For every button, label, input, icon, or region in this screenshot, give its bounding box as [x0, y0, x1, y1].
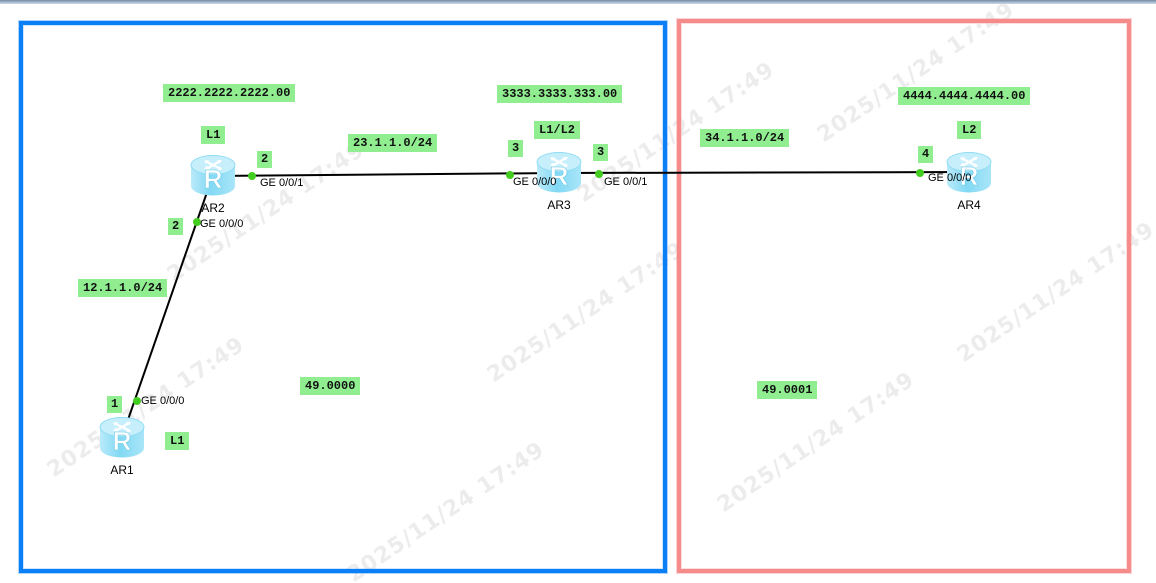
port-badge-ar1-1[interactable]: 1: [107, 396, 123, 413]
net-label-ar4[interactable]: 4444.4444.4444.00: [898, 87, 1031, 105]
port-badge-ar2-ge000[interactable]: 2: [168, 218, 184, 235]
port-dot-ar3-ge001: [595, 170, 603, 178]
router-icon: [535, 149, 583, 195]
port-badge-ar4-ge000[interactable]: 4: [918, 146, 934, 163]
level-label-ar2[interactable]: L1: [201, 126, 226, 144]
level-label-ar4[interactable]: L2: [957, 121, 982, 139]
port-dot-ar1-ge000: [133, 397, 141, 405]
net-label-ar2[interactable]: 2222.2222.2222.00: [163, 84, 296, 102]
iflabel-ar3-ge001: GE 0/0/1: [604, 176, 648, 188]
router-icon: [189, 152, 237, 198]
router-name: AR3: [547, 198, 571, 212]
area-id-label-49-0000[interactable]: 49.0000: [300, 377, 361, 395]
level-label-ar3[interactable]: L1/L2: [534, 121, 581, 139]
router-node-ar2[interactable]: AR2: [189, 152, 237, 215]
router-name: AR4: [957, 198, 981, 212]
link-ar3-ar4[interactable]: [558, 171, 970, 174]
subnet-label-12-1-1-0[interactable]: 12.1.1.0/24: [78, 279, 168, 297]
isis-area-49-0001-rect[interactable]: [677, 19, 1131, 573]
net-label-ar3[interactable]: 3333.3333.333.00: [497, 85, 623, 103]
port-dot-ar2-ge001: [248, 172, 256, 180]
subnet-label-34-1-1-0[interactable]: 34.1.1.0/24: [700, 129, 790, 147]
router-name: AR2: [201, 201, 225, 215]
router-name: AR1: [110, 463, 134, 477]
area-id-label-49-0001[interactable]: 49.0001: [757, 381, 818, 399]
iflabel-ar3-ge000: GE 0/0/0: [513, 176, 557, 188]
iflabel-ar2-ge001: GE 0/0/1: [260, 177, 304, 189]
iflabel-ar4-ge000: GE 0/0/0: [928, 172, 972, 184]
router-node-ar1[interactable]: AR1: [98, 414, 146, 477]
window-top-edge: [0, 0, 1156, 4]
port-dot-ar3-ge000: [506, 171, 514, 179]
iflabel-ar2-ge000: GE 0/0/0: [200, 218, 244, 230]
port-badge-ar3-ge000[interactable]: 3: [508, 140, 524, 157]
level-label-ar1[interactable]: L1: [165, 432, 190, 450]
router-node-ar3[interactable]: AR3: [535, 149, 583, 212]
router-icon: [98, 414, 146, 460]
port-badge-ar2-ge001[interactable]: 2: [257, 151, 273, 168]
router-node-ar4[interactable]: AR4: [945, 149, 993, 212]
port-badge-ar3-ge001[interactable]: 3: [593, 144, 609, 161]
subnet-label-23-1-1-0[interactable]: 23.1.1.0/24: [348, 134, 438, 152]
port-dot-ar2-ge000: [193, 218, 201, 226]
port-dot-ar4-ge000: [916, 169, 924, 177]
link-ar2-ar3[interactable]: [212, 172, 560, 177]
isis-area-49-0000-rect[interactable]: [19, 21, 667, 573]
iflabel-ar1-ge000: GE 0/0/0: [141, 395, 185, 407]
